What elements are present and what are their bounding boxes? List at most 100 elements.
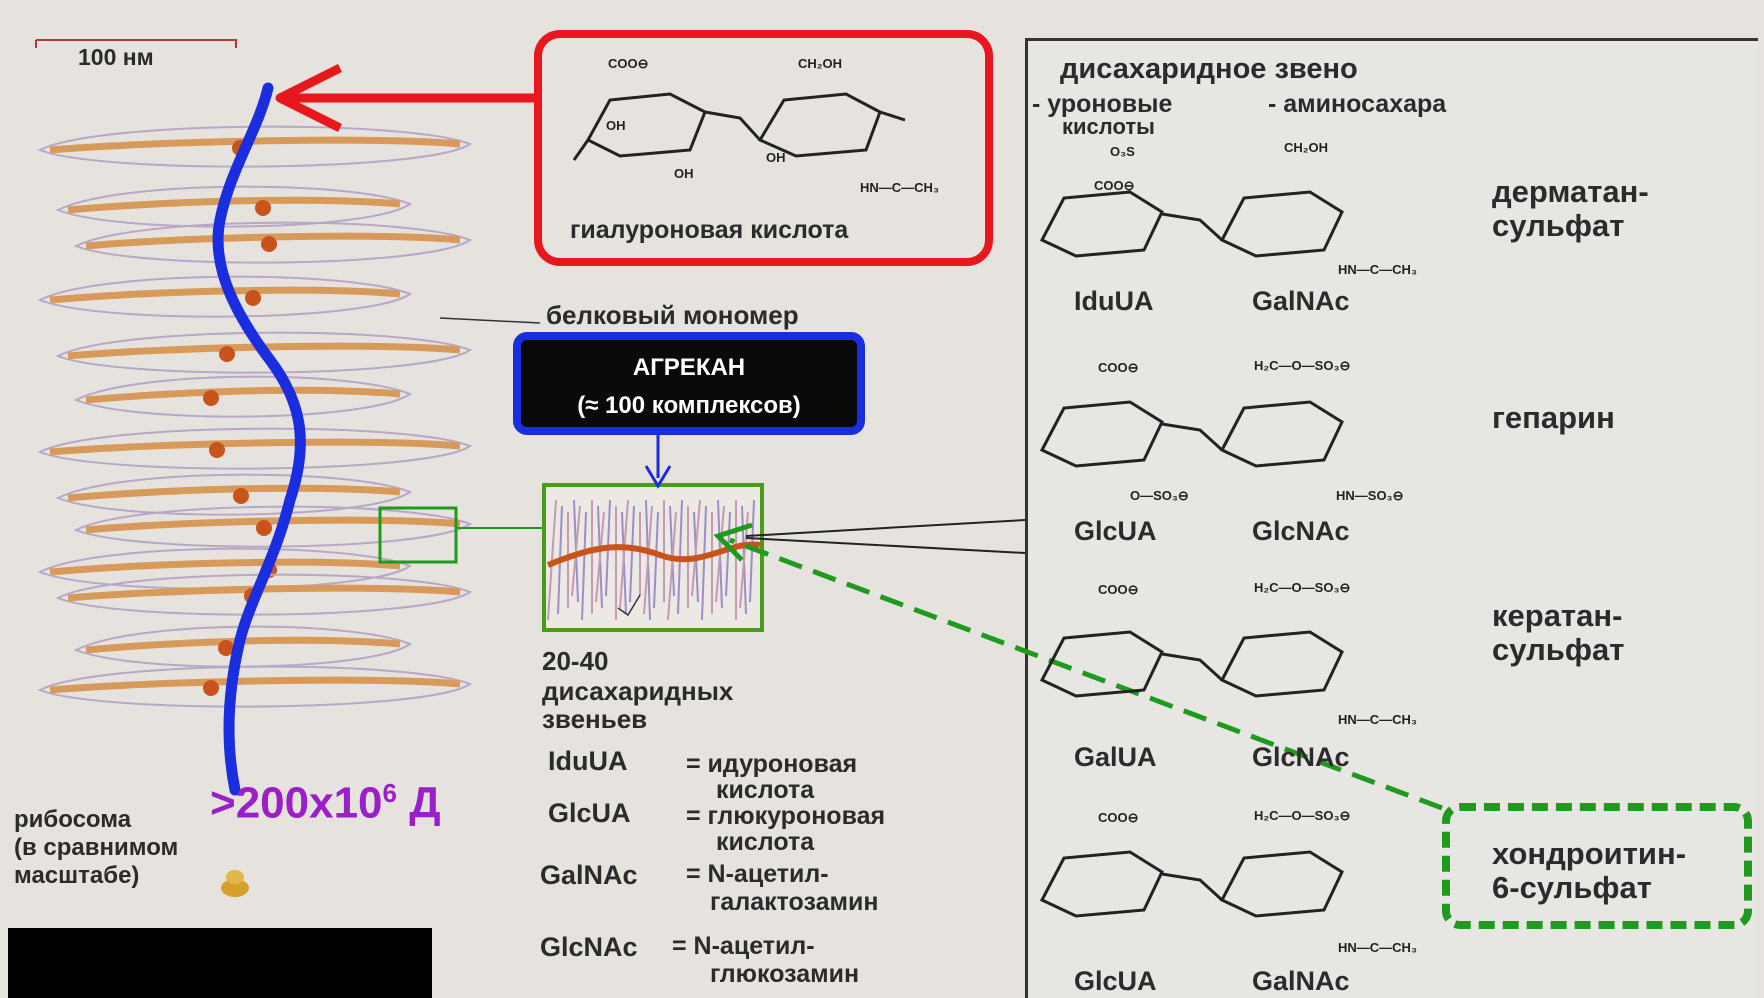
legend-abbr-4: GlcNAc <box>540 934 638 961</box>
row3-nh: HN—C—CH₃ <box>1338 712 1417 727</box>
legend-abbr-3: GalNAc <box>540 862 638 889</box>
row1-sugar1: IduUA <box>1074 288 1153 315</box>
chem-oh-1: OH <box>606 118 626 133</box>
monomer-core <box>86 390 400 400</box>
row2-nhso3: HN—SO₃⊖ <box>1336 488 1403 504</box>
row1-name2: сульфат <box>1492 210 1624 241</box>
aggrecan-box: АГРЕКАН (≈ 100 комплексов) <box>513 332 865 435</box>
chem-coo: COO⊖ <box>608 56 649 72</box>
scale-bar-label: 100 нм <box>78 46 154 69</box>
ribosome-icon <box>218 868 252 898</box>
link-protein-node <box>203 390 219 406</box>
row4-name2: 6-сульфат <box>1492 872 1652 903</box>
row2-name1: гепарин <box>1492 402 1615 433</box>
row3-name2: сульфат <box>1492 634 1624 665</box>
chem-o3s: O₃S <box>1110 144 1135 159</box>
chem-ch2oh: CH₂OH <box>798 56 842 71</box>
legend-cont-1: кислота <box>716 778 814 803</box>
row3-sugar1: GalUA <box>1074 744 1157 771</box>
row1-nh: HN—C—CH₃ <box>1338 262 1417 277</box>
panel-col1-header2: кислоты <box>1062 116 1155 138</box>
zoom-source-square <box>380 508 456 562</box>
row1-ch2oh: CH₂OH <box>1284 140 1328 155</box>
aggrecan-title: АГРЕКАН <box>521 354 857 382</box>
ribosome-label-3: масштабе) <box>14 864 139 888</box>
legend-cont-3: галактозамин <box>710 890 878 915</box>
link-protein-node <box>256 520 272 536</box>
legend-eq-3: = N-ацетил- <box>686 862 829 887</box>
row1-sugar2: GalNAc <box>1252 288 1350 315</box>
monomer-pointer <box>440 318 540 323</box>
ribosome-label-2: (в сравнимом <box>14 836 178 860</box>
sugar-ring <box>1042 192 1162 256</box>
panel-link-top <box>746 520 1025 536</box>
link-protein-node <box>261 236 277 252</box>
sugar-ring <box>1222 632 1342 696</box>
row3-coo: COO⊖ <box>1098 582 1139 598</box>
row2-sugar1: GlcUA <box>1074 518 1157 545</box>
monomer-core <box>68 588 460 598</box>
aggrecan-subtitle: (≈ 100 комплексов) <box>521 392 857 420</box>
glycosidic-bond <box>1162 874 1222 900</box>
row2-so3: O—SO₃⊖ <box>1130 488 1189 504</box>
row3-sugar2: GlcNAc <box>1252 744 1350 771</box>
mw-exp: 6 <box>383 778 397 808</box>
chem-nh-hy: HN—C—CH₃ <box>860 180 939 195</box>
legend-eq-1: = идуроновая <box>686 752 857 777</box>
row3-name1: кератан- <box>1492 600 1622 631</box>
glycosidic-bond <box>1162 424 1222 450</box>
link-protein-node <box>255 200 271 216</box>
monomer-core <box>68 200 400 210</box>
link-protein-node <box>245 290 261 306</box>
row2-h2c: H₂C—O—SO₃⊖ <box>1254 358 1350 374</box>
legend-cont-4: глюкозамин <box>710 962 859 987</box>
hyaluronic-acid-label: гиалуроновая кислота <box>570 218 848 243</box>
legend-eq-2: = глюкуроновая <box>686 804 885 829</box>
link-protein-node <box>219 346 235 362</box>
monomer-core <box>50 680 460 690</box>
legend-abbr-1: IduUA <box>548 748 627 775</box>
units-word1: дисахаридных <box>542 678 733 704</box>
sugar-ring <box>1222 402 1342 466</box>
legend-cont-2: кислота <box>716 830 814 855</box>
row4-h2c: H₂C—O—SO₃⊖ <box>1254 808 1350 824</box>
molecular-weight-label: >200x106 Д <box>210 778 441 829</box>
sugar-ring <box>1222 852 1342 916</box>
proteoglycan-monomers <box>40 127 470 707</box>
monomer-core <box>50 140 460 150</box>
row3-h2c: H₂C—O—SO₃⊖ <box>1254 580 1350 596</box>
row4-coo: COO⊖ <box>1098 810 1139 826</box>
units-word2: звеньев <box>542 706 647 732</box>
chem-oh-3: OH <box>766 150 786 165</box>
chem-oh-2: OH <box>674 166 694 181</box>
ribosome-label-1: рибосома <box>14 808 131 832</box>
monomer-core <box>50 442 460 452</box>
link-protein-node <box>203 680 219 696</box>
sugar-ring <box>1222 192 1342 256</box>
panel-link-bottom <box>746 538 1025 553</box>
link-protein-node <box>233 488 249 504</box>
protein-monomer-label: белковый мономер <box>546 302 799 328</box>
sugar-ring <box>1042 402 1162 466</box>
glycosidic-bond <box>1162 654 1222 680</box>
panel-col2-header: - аминосахара <box>1268 92 1446 117</box>
row2-sugar2: GlcNAc <box>1252 518 1350 545</box>
legend-abbr-2: GlcUA <box>548 800 631 827</box>
row4-name1: хондроитин- <box>1492 838 1686 869</box>
panel-title: дисахаридное звено <box>1060 55 1358 84</box>
row4-sugar1: GlcUA <box>1074 968 1157 995</box>
monomer-core <box>50 562 400 572</box>
row2-coo: COO⊖ <box>1098 360 1139 376</box>
sugar-ring <box>1042 852 1162 916</box>
mw-base: >200x10 <box>210 779 383 828</box>
units-count: 20-40 <box>542 648 609 674</box>
row1-coo: COO⊖ <box>1094 178 1135 194</box>
link-protein-node <box>209 442 225 458</box>
legend-eq-4: = N-ацетил- <box>672 934 815 959</box>
glycosidic-bond <box>1162 214 1222 240</box>
row4-nh: HN—C—CH₃ <box>1338 940 1417 955</box>
row1-name1: дерматан- <box>1492 176 1649 207</box>
monomer-core <box>86 520 460 530</box>
row4-sugar2: GalNAc <box>1252 968 1350 995</box>
